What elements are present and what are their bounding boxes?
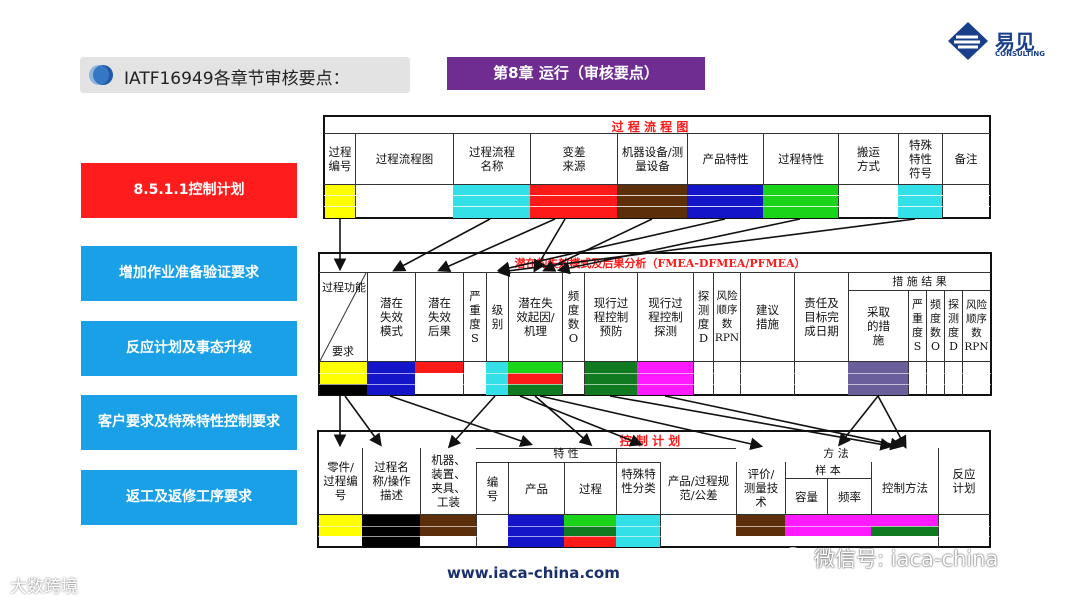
- wechat-icon: [783, 547, 809, 567]
- fmea-res-detection: 探测度D: [944, 291, 962, 361]
- fmea-res-occurrence: 频度数O: [926, 291, 944, 361]
- page-title: IATF16949各章节审核要点：: [124, 69, 350, 89]
- control-sample-group: 样 本: [815, 463, 841, 477]
- control-block-darkgreen: [871, 526, 938, 536]
- sidebar-item-reaction-plan[interactable]: 反应计划及事态升级: [81, 321, 297, 376]
- flow-block-cyan: [453, 185, 530, 218]
- fmea-col-responsibility: 责任及目标完成日期: [794, 273, 848, 361]
- flow-col-special: 特殊特性符号: [898, 134, 942, 184]
- logo-sub: CONSULTING: [995, 50, 1045, 58]
- control-block-blue: [508, 515, 564, 547]
- control-col-spec: 产品/过程规范/公差: [660, 462, 736, 514]
- fmea-block-red-2: [508, 373, 562, 384]
- fmea-block-yellow: [320, 362, 367, 374]
- flow-col-equipment: 机器设备/测量设备: [617, 134, 687, 184]
- sidebar-item-setup-verification[interactable]: 增加作业准备验证要求: [81, 246, 297, 301]
- control-block-black: [362, 515, 420, 547]
- control-block-magenta: [785, 515, 871, 536]
- flow-block-blue: [687, 185, 763, 218]
- control-block-green: [564, 515, 616, 526]
- fmea-block-purple: [848, 362, 908, 395]
- flow-block-yellow: [325, 185, 355, 218]
- fmea-col-prevention: 现行过程控制预防: [584, 273, 637, 361]
- flow-col-process-char: 过程特性: [763, 134, 838, 184]
- fmea-col-failure-effect: 潜在失效后果: [415, 273, 463, 361]
- flow-col-variation: 变差来源: [530, 134, 617, 184]
- control-spec-group: 特 性: [553, 447, 579, 460]
- flow-col-handling: 搬运方式: [838, 134, 898, 184]
- control-block-brown-2: [736, 515, 785, 536]
- fmea-col-detection-d: 探测度D: [693, 273, 713, 361]
- header-pill: [80, 57, 410, 93]
- fmea-results-title: 措 施 结 果: [848, 273, 990, 290]
- flow-col-process-no: 过程编号: [328, 145, 352, 173]
- control-col-special: 特殊特性分类: [616, 448, 660, 514]
- control-col-capacity: 容量: [785, 479, 827, 514]
- control-block-yellow: [319, 515, 362, 526]
- bullet-icon: [89, 65, 113, 85]
- fmea-col-severity: 严重度S: [463, 273, 486, 361]
- control-col-number: 编号: [476, 463, 508, 514]
- flow-block-brown: [617, 185, 687, 218]
- flow-col-flowchart: 过程流程图: [355, 134, 453, 184]
- control-col-product: 产品: [508, 463, 564, 514]
- sidebar-item-rework[interactable]: 返工及返修工序要求: [81, 470, 297, 525]
- sidebar-item-special-characteristics[interactable]: 客户要求及特殊特性控制要求: [81, 395, 297, 450]
- fmea-block-black: [320, 384, 367, 395]
- fmea-block-blue: [367, 362, 415, 395]
- watermark-right: 微信号: iaca-china: [814, 547, 999, 571]
- fmea-res-severity: 严重度S: [908, 291, 926, 361]
- flow-table-title: 过 程 流 程 图: [611, 120, 689, 134]
- fmea-col-cause: 潜在失效起因/机理: [508, 273, 562, 361]
- fmea-col-detection: 现行过程控制探测: [637, 273, 693, 361]
- fmea-req-label: 要求: [332, 345, 354, 358]
- control-col-measure: 评价/测量技术: [736, 462, 785, 514]
- control-col-part-no: 零件/过程编号: [323, 460, 358, 502]
- control-block-cyan: [616, 515, 660, 547]
- fmea-block-cyan: [486, 362, 508, 395]
- fmea-col-occurrence: 频度数O: [562, 273, 584, 361]
- control-method-group: 方 法: [823, 447, 849, 460]
- flow-table: [323, 115, 991, 219]
- control-col-process: 过程: [564, 463, 616, 514]
- flow-col-product-char: 产品特性: [687, 134, 763, 184]
- flow-col-name: 过程流程名称: [453, 134, 530, 184]
- fmea-col-failure-mode: 潜在失效模式: [367, 273, 415, 361]
- footer-url[interactable]: www.iaca-china.com: [447, 564, 620, 582]
- logo-name: 易见: [995, 30, 1035, 54]
- fmea-block-green: [508, 362, 562, 373]
- fmea-col-class: 级别: [486, 273, 508, 361]
- fmea-col-recommend: 建议措施: [740, 273, 794, 361]
- fmea-diagonal: [320, 273, 367, 361]
- fmea-res-rpn: 风险顺序数RPN: [962, 291, 990, 361]
- control-block-brown: [420, 515, 476, 536]
- fmea-block-darkgreen: [584, 362, 637, 395]
- control-col-reaction: 反应计划: [938, 448, 989, 514]
- control-table: [317, 430, 991, 548]
- fmea-func-label: 过程功能: [322, 281, 366, 294]
- control-col-frequency: 频率: [827, 479, 871, 514]
- fmea-block-red: [415, 362, 463, 373]
- flow-block-green: [763, 185, 838, 218]
- control-col-machine: 机器、装置、夹具、工装: [420, 448, 476, 514]
- fmea-res-action: 采取的措施: [848, 291, 908, 361]
- flow-block-cyan-2: [898, 185, 942, 218]
- fmea-block-magenta: [637, 362, 693, 395]
- flow-block-red: [530, 185, 617, 218]
- fmea-col-rpn: 风险顺序数RPN: [713, 273, 740, 361]
- control-col-process-name: 过程名称/操作描述: [362, 448, 420, 514]
- control-col-method: 控制方法: [871, 462, 938, 514]
- sidebar-item-control-plan[interactable]: 8.5.1.1控制计划: [81, 163, 297, 218]
- logo-icon: [948, 22, 988, 60]
- watermark-left: 大数跨境: [10, 577, 78, 597]
- flow-col-remark: 备注: [942, 134, 989, 184]
- chapter-badge: 第8章 运行（审核要点）: [447, 57, 705, 90]
